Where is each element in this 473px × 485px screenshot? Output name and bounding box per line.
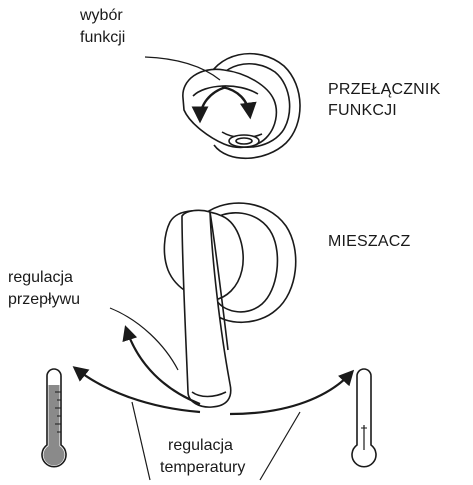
- flow-leader: [109, 307, 179, 371]
- thermometer-hot-icon: [41, 368, 67, 468]
- temperature-arrow-hot: [72, 366, 201, 414]
- rotation-arrows: [191, 85, 257, 124]
- function-select-label-line2: funkcji: [80, 29, 126, 46]
- temperature-regulation-label-line1: regulacja: [168, 437, 233, 454]
- flow-arrow: [122, 325, 201, 406]
- flow-regulation-label-line2: przepływu: [8, 291, 81, 308]
- temperature-arrow-cold: [229, 369, 355, 416]
- function-switch-knob: [182, 52, 301, 160]
- mixer-knob: [163, 202, 297, 408]
- flow-regulation-label-line1: regulacja: [8, 269, 73, 286]
- temperature-leaders: [131, 401, 301, 481]
- mixer-label: MIESZACZ: [328, 233, 411, 250]
- function-switch-label-line1: PRZEŁĄCZNIK: [328, 81, 441, 98]
- function-select-leader: [144, 56, 221, 81]
- function-switch-label-line2: FUNKCJI: [328, 102, 397, 119]
- thermometer-cold-icon: [351, 368, 377, 468]
- function-select-label-line1: wybór: [80, 7, 123, 24]
- temperature-regulation-label-line2: temperatury: [160, 459, 246, 476]
